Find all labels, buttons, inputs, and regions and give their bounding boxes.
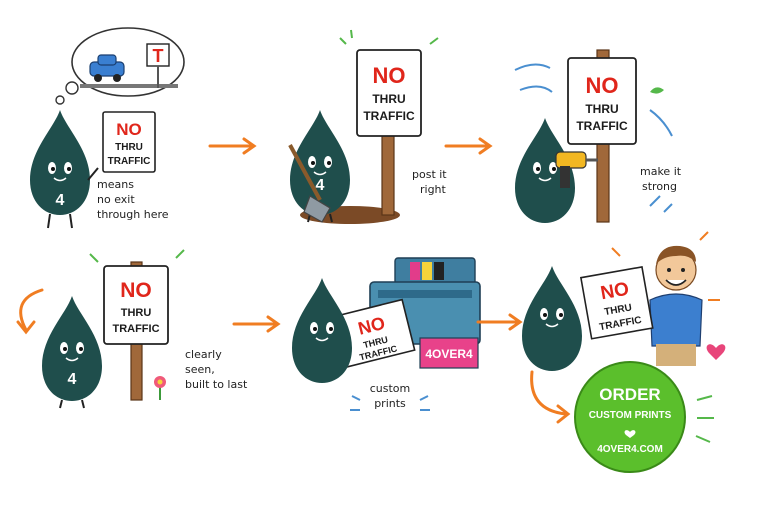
- svg-text:CUSTOM PRINTS: CUSTOM PRINTS: [589, 410, 672, 421]
- drop-character: 4: [42, 296, 102, 409]
- drill-icon: [555, 151, 598, 188]
- arrow-1: [208, 137, 257, 155]
- drop-character: [522, 266, 582, 371]
- panel-6: NO THRU TRAFFIC ORDER CUSTOM PRINTS 4OVE…: [522, 231, 726, 473]
- svg-text:NO: NO: [586, 73, 619, 98]
- svg-text:seen,: seen,: [185, 363, 215, 376]
- svg-text:custom: custom: [370, 382, 411, 395]
- shovel-icon: [288, 144, 331, 223]
- svg-text:4OVER4.COM: 4OVER4.COM: [597, 444, 663, 455]
- svg-text:right: right: [420, 183, 447, 196]
- arrow-2: [444, 137, 493, 155]
- svg-text:4: 4: [68, 371, 77, 388]
- arrow-3: [232, 315, 281, 333]
- svg-text:THRU: THRU: [585, 102, 618, 116]
- svg-text:NO: NO: [120, 279, 152, 302]
- thought-bubble: T: [55, 27, 185, 105]
- no-thru-traffic-sign: NO THRU TRAFFIC: [356, 49, 422, 137]
- svg-text:NO: NO: [599, 279, 631, 305]
- caption-panel-3: make it strong: [640, 165, 682, 193]
- printed-sign: NO THRU TRAFFIC: [331, 298, 416, 369]
- svg-text:means: means: [97, 178, 134, 191]
- no-thru-traffic-sign: NO THRU TRAFFIC: [567, 57, 637, 145]
- svg-text:THRU: THRU: [115, 142, 143, 153]
- panel-2: NO THRU TRAFFIC 4 post it right: [288, 29, 447, 224]
- drop-character: [515, 118, 575, 223]
- car-icon: [89, 54, 125, 82]
- svg-text:built to last: built to last: [185, 378, 248, 391]
- svg-text:T: T: [153, 46, 164, 66]
- svg-text:ORDER: ORDER: [599, 385, 660, 404]
- order-badge[interactable]: ORDER CUSTOM PRINTS 4OVER4.COM: [574, 361, 686, 473]
- drop-character: [292, 278, 352, 383]
- svg-text:make it: make it: [640, 165, 682, 178]
- svg-text:strong: strong: [642, 180, 677, 193]
- svg-text:prints: prints: [374, 397, 406, 410]
- svg-text:no exit: no exit: [97, 193, 135, 206]
- svg-text:4: 4: [316, 177, 325, 194]
- panel-5: 4OVER4 NO THRU TRAFFIC custom prints: [292, 257, 481, 411]
- svg-text:NO: NO: [116, 120, 142, 139]
- flower-icon: [154, 376, 166, 400]
- heart-icon: [706, 344, 726, 360]
- svg-text:clearly: clearly: [185, 348, 222, 361]
- caption-panel-4: clearly seen, built to last: [185, 348, 248, 391]
- drop-character: 4: [30, 110, 99, 229]
- arrow-4: [476, 313, 523, 331]
- svg-text:4OVER4: 4OVER4: [425, 347, 473, 361]
- panel-3: NO THRU TRAFFIC make it strong: [514, 49, 682, 223]
- no-thru-traffic-sign: NO THRU TRAFFIC: [103, 265, 169, 345]
- caption-panel-2: post it right: [412, 168, 447, 196]
- svg-text:THRU: THRU: [372, 92, 405, 106]
- caption-panel-1: means no exit through here: [97, 178, 169, 221]
- svg-text:THRU: THRU: [603, 302, 632, 318]
- svg-text:TRAFFIC: TRAFFIC: [363, 109, 415, 123]
- no-thru-traffic-sign: NO THRU TRAFFIC: [102, 111, 156, 173]
- person-icon: [649, 245, 703, 366]
- drop-character: 4: [290, 110, 350, 223]
- svg-text:4: 4: [56, 192, 65, 209]
- panel-4: NO THRU TRAFFIC 4 clearly seen, built to…: [16, 249, 248, 409]
- svg-text:TRAFFIC: TRAFFIC: [108, 156, 151, 167]
- svg-text:TRAFFIC: TRAFFIC: [576, 119, 628, 133]
- panel-1: T 4 NO THRU TRAFFIC means no exit throug…: [30, 27, 185, 229]
- held-sign: NO THRU TRAFFIC: [579, 266, 654, 340]
- svg-text:post it: post it: [412, 168, 447, 181]
- caption-panel-5: custom prints: [370, 382, 411, 410]
- t-sign-icon: T: [146, 43, 170, 88]
- svg-text:TRAFFIC: TRAFFIC: [112, 323, 159, 335]
- svg-text:NO: NO: [373, 63, 406, 88]
- svg-text:THRU: THRU: [121, 307, 152, 319]
- svg-text:through here: through here: [97, 208, 169, 221]
